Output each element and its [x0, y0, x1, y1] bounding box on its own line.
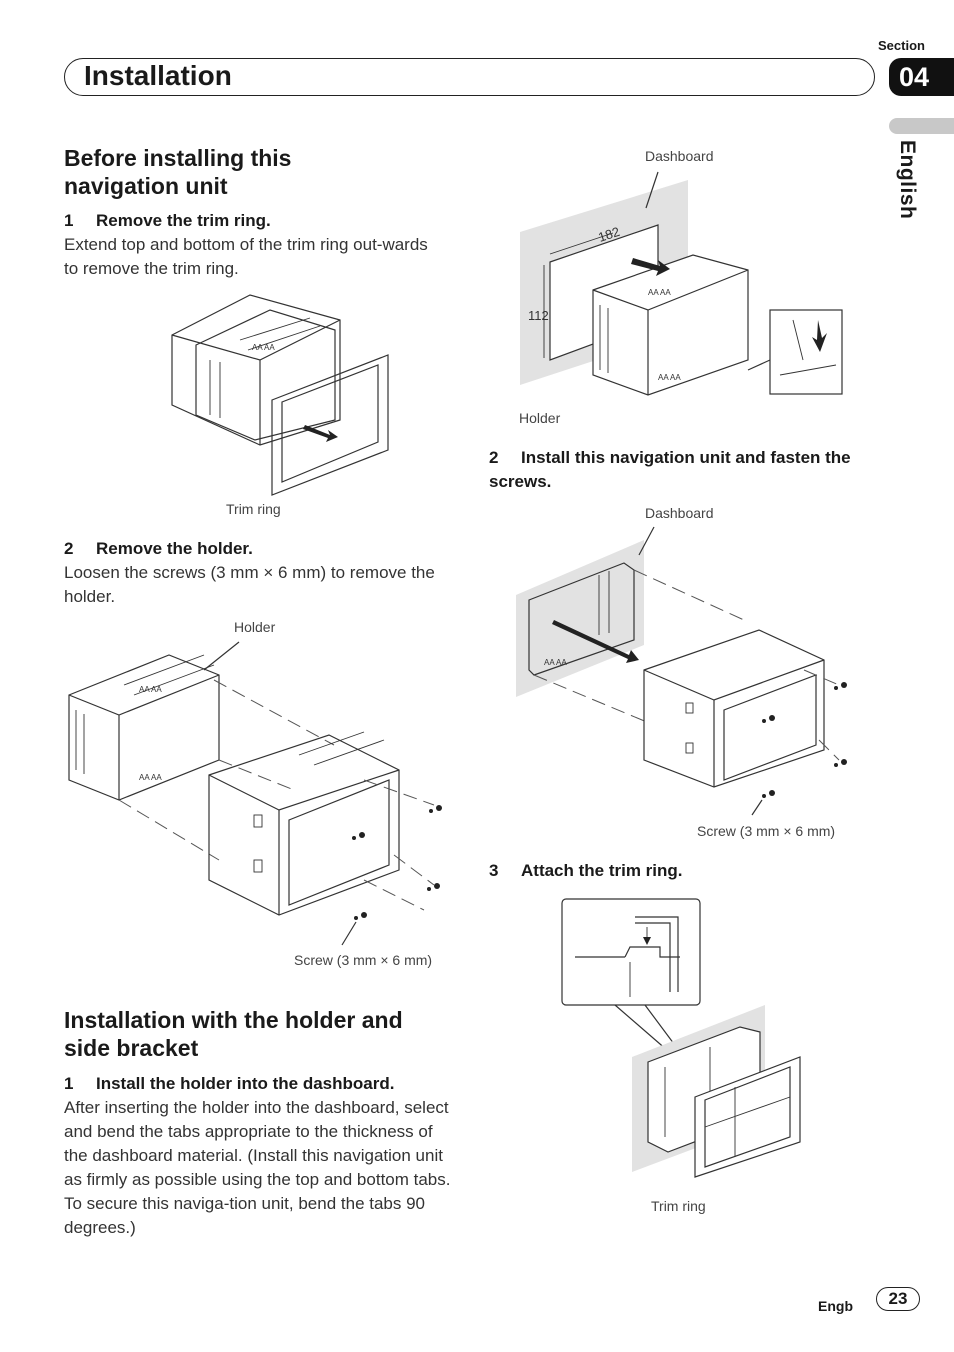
page-number: 23 [876, 1287, 920, 1311]
footer-language-code: Engb [818, 1298, 853, 1314]
trim-ring-removal-illustration: AA AA [171, 294, 389, 496]
page-title: Installation [84, 60, 232, 91]
svg-text:AA AA: AA AA [658, 373, 681, 382]
svg-text:AA AA: AA AA [139, 685, 162, 694]
step-number: 3 [489, 861, 499, 880]
section-label: Section [878, 38, 925, 53]
figure-caption: Trim ring [226, 501, 281, 517]
step-title: Remove the holder. [96, 539, 253, 558]
figure-caption: Holder [234, 619, 276, 635]
step-body: Extend top and bottom of the trim ring o… [64, 235, 428, 278]
figure-caption: Dashboard [645, 505, 714, 521]
svg-text:AA AA: AA AA [139, 773, 162, 782]
figure-caption: Trim ring [651, 1198, 706, 1214]
step-remove-holder: 2 Remove the holder. [64, 537, 454, 561]
holder-removal-illustration: AA AA AA AA [68, 641, 442, 946]
step-title: Install the holder into the dashboard. [96, 1074, 395, 1093]
figure-caption: Dashboard [645, 148, 714, 164]
step-attach-trim-ring: 3 Attach the trim ring. [489, 859, 869, 883]
heading-before-installing: Before installing this navigation unit [64, 145, 292, 199]
step-number: 2 [489, 448, 499, 467]
step-title: Attach the trim ring. [521, 861, 683, 880]
title-bar [64, 58, 875, 96]
dimension-width-label: 182 [596, 224, 621, 245]
step-number: 1 [64, 1074, 74, 1093]
trim-ring-attach-illustration [561, 898, 801, 1178]
step-body: Loosen the screws (3 mm × 6 mm) to remov… [64, 563, 435, 606]
svg-text:AA AA: AA AA [252, 343, 275, 352]
figure-caption: Screw (3 mm × 6 mm) [294, 952, 433, 968]
unit-install-illustration: AA AA [516, 526, 847, 816]
holder-dashboard-illustration: 182 112 AA AA AA AA [520, 171, 843, 396]
step-title: Remove the trim ring. [96, 211, 271, 230]
section-number-badge: 04 [889, 58, 954, 96]
step-body: After inserting the holder into the dash… [64, 1098, 451, 1237]
step-number: 1 [64, 211, 74, 230]
step-title: Install this navigation unit and fasten … [489, 448, 851, 491]
figure-caption: Screw (3 mm × 6 mm) [697, 823, 836, 839]
heading-installation-holder: Installation with the holder and side br… [64, 1007, 403, 1061]
svg-text:AA AA: AA AA [648, 288, 671, 297]
language-tab [889, 118, 954, 134]
step-number: 2 [64, 539, 74, 558]
step-install-holder: 1 Install the holder into the dashboard. [64, 1072, 464, 1096]
figure-caption: Holder [519, 410, 561, 426]
language-label: English [896, 140, 919, 220]
step-remove-trim-ring: 1 Remove the trim ring. [64, 209, 454, 233]
dimension-height-label: 112 [528, 308, 549, 323]
svg-text:AA AA: AA AA [544, 658, 567, 667]
